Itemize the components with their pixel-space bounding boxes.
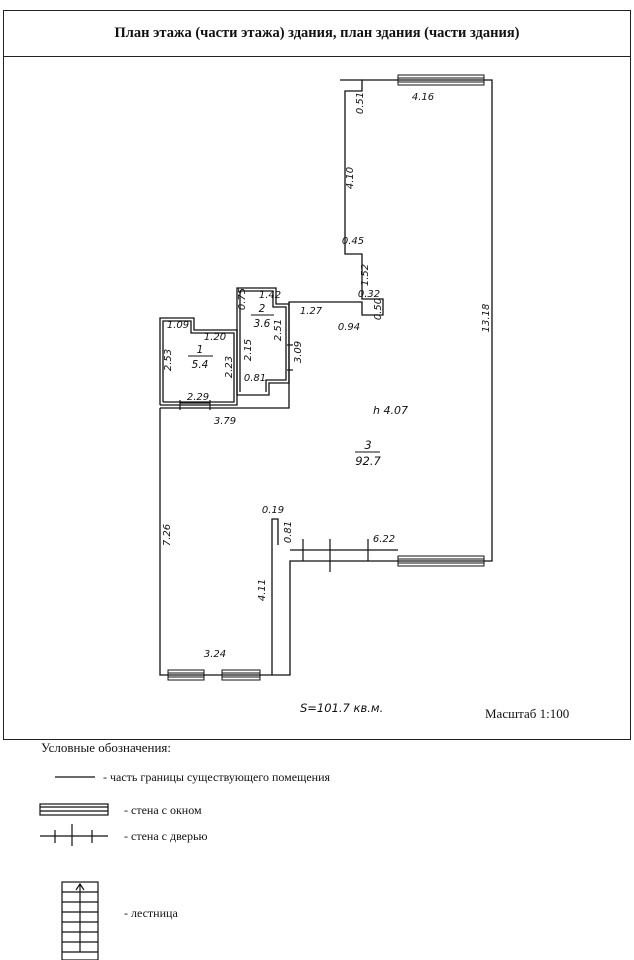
drawing-frame <box>3 10 631 740</box>
floor-plan-drawing: 1 5.4 2 3.6 3 92.7 h 4.07 4.16 0.45 0.32… <box>159 74 493 715</box>
legend-title: Условные обозначения: <box>41 740 172 755</box>
legend-item-boundary: - часть границы существующего помещения <box>103 770 331 784</box>
dim-1-27: 1.27 <box>300 306 323 317</box>
room-2-number: 2 <box>259 303 266 315</box>
window-bottom-right <box>221 669 261 681</box>
dim-0-81-room2: 0.81 <box>244 373 266 384</box>
window-right-bottom <box>397 555 485 567</box>
room-3-number: 3 <box>364 438 371 452</box>
wall-room-3-outline <box>159 79 493 676</box>
dim-1-09: 1.09 <box>167 320 189 331</box>
dim-2-51: 2.51 <box>273 319 284 341</box>
plan-walls <box>159 79 493 676</box>
dim-0-51: 0.51 <box>355 92 366 114</box>
dim-0-32: 0.32 <box>358 289 380 300</box>
dim-2-15: 2.15 <box>243 339 254 361</box>
dim-0-50: 0.50 <box>373 298 384 320</box>
dim-3-24: 3.24 <box>204 649 226 660</box>
dim-0-19: 0.19 <box>262 505 284 516</box>
dim-3-79: 3.79 <box>214 416 236 427</box>
wall-room-1-inner <box>162 320 235 403</box>
legend-stairs-icon <box>61 881 99 960</box>
ceiling-height: h 4.07 <box>373 404 408 417</box>
dim-6-22: 6.22 <box>373 534 395 545</box>
windows <box>167 74 485 681</box>
doors <box>179 344 398 572</box>
legend-item-stairs: - лестница <box>124 906 178 920</box>
room-1-area: 5.4 <box>192 359 209 371</box>
dim-0-45: 0.45 <box>342 236 364 247</box>
dim-0-75: 0.75 <box>237 288 248 310</box>
legend-window-wall-icon <box>39 803 109 816</box>
dim-1-52: 1.52 <box>360 264 371 286</box>
dim-7-26: 7.26 <box>162 524 173 546</box>
dim-0-94: 0.94 <box>338 322 360 333</box>
wall-corridor-partition <box>271 518 279 675</box>
legend-item-window-wall: - стена с окном <box>124 803 202 817</box>
room-2-area: 3.6 <box>254 318 271 330</box>
title-bar: План этажа (части этажа) здания, план зд… <box>3 10 631 57</box>
legend: Условные обозначения: <box>0 740 634 960</box>
dim-2-53: 2.53 <box>163 349 174 371</box>
dim-4-16: 4.16 <box>412 92 434 103</box>
room-1-number: 1 <box>197 344 204 356</box>
legend-item-door-wall: - стена с дверью <box>124 829 208 843</box>
wall-room-1 <box>159 317 238 406</box>
wall-room-2 <box>236 287 290 396</box>
dim-2-23: 2.23 <box>224 356 235 378</box>
window-bottom-left <box>167 669 205 681</box>
room-3-area: 92.7 <box>355 454 381 468</box>
room-fraction-lines <box>188 314 380 453</box>
dim-0-81-corridor: 0.81 <box>283 521 294 543</box>
dim-13-18: 13.18 <box>481 304 492 333</box>
dim-1-42: 1.42 <box>259 290 281 301</box>
window-top <box>397 74 485 86</box>
legend-door-wall-icon <box>40 824 108 846</box>
dim-4-10: 4.10 <box>345 167 356 189</box>
dim-1-20: 1.20 <box>204 332 226 343</box>
wall-room-2-inner <box>239 290 287 392</box>
page-title: План этажа (части этажа) здания, план зд… <box>114 24 520 41</box>
total-area: S=101.7 кв.м. <box>300 701 383 715</box>
legend-symbols <box>39 776 109 960</box>
dim-3-09: 3.09 <box>293 341 304 363</box>
scale-label: Масштаб 1:100 <box>485 706 570 721</box>
dim-4-11: 4.11 <box>257 579 268 601</box>
dim-2-29: 2.29 <box>187 392 209 403</box>
